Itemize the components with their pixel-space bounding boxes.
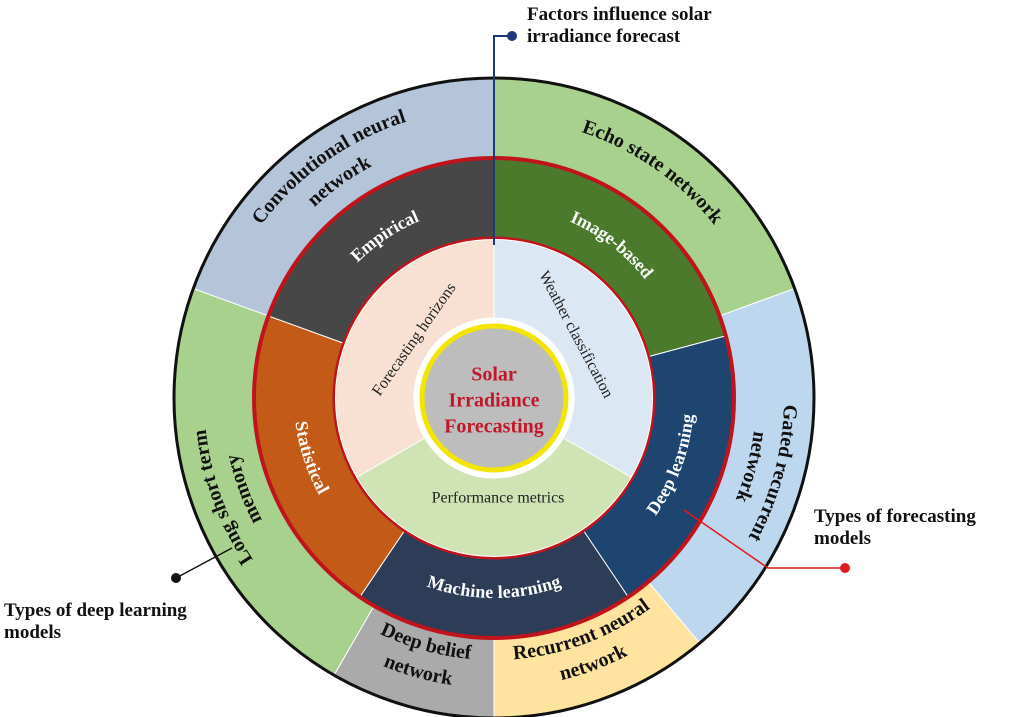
callout-dot-factors: [507, 31, 517, 41]
callout-forecasting-line-2: models: [814, 528, 871, 549]
leader-deep-learning-models: [175, 547, 233, 579]
center-title-line-1: Solar: [471, 364, 517, 386]
center-title-line-2: Irradiance: [448, 390, 539, 412]
leader-factors: [493, 35, 512, 245]
callout-deep-learning-line-1: Types of deep learning: [4, 600, 187, 621]
inner-label-performance-metrics: Performance metrics: [432, 490, 565, 507]
inner-segment-weather-classification: [493, 238, 653, 478]
callout-deep-learning-line-2: models: [4, 622, 61, 643]
inner-segment-performance-metrics: [356, 437, 632, 557]
callout-leaders: [171, 31, 850, 583]
center-disc: [419, 323, 569, 473]
callout-deep-learning-models: Types of deep learning models: [4, 600, 187, 644]
callout-factors-line-2: irradiance forecast: [527, 26, 681, 47]
callout-dot-deep-learning-models: [171, 573, 181, 583]
callout-forecasting-models: Types of forecasting models: [814, 506, 976, 550]
callout-factors-line-1: Factors influence solar: [527, 4, 712, 25]
callout-dot-forecasting-models: [840, 563, 850, 573]
leader-forecasting-models: [683, 509, 845, 569]
callout-forecasting-line-1: Types of forecasting: [814, 506, 976, 527]
inner-segment-forecasting-horizons: [335, 238, 495, 478]
center-title-line-3: Forecasting: [444, 416, 544, 438]
callout-factors: Factors influence solar irradiance forec…: [527, 4, 712, 48]
